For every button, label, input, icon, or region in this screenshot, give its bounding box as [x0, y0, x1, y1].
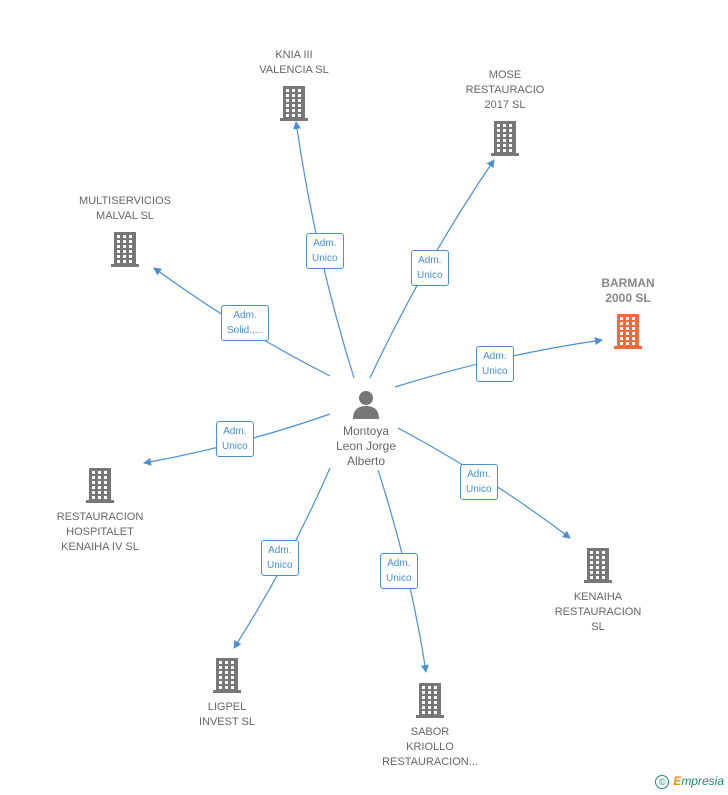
company-node-multiservicios[interactable]: MULTISERVICIOS MALVAL SL	[60, 194, 190, 268]
person-icon	[353, 391, 379, 419]
building-icon	[584, 548, 612, 583]
company-node-knia[interactable]: KNIA III VALENCIA SL	[234, 48, 354, 122]
person-node[interactable]: Montoya Leon Jorge Alberto	[318, 388, 414, 469]
company-name: LIGPEL INVEST SL	[198, 701, 256, 728]
role-label-restauracion-hospitalet: Adm. Unico	[216, 421, 254, 457]
role-label-kenaiha: Adm. Unico	[460, 464, 498, 500]
company-name: KNIA III VALENCIA SL	[259, 49, 329, 76]
building-icon	[491, 121, 519, 156]
building-icon	[213, 658, 241, 693]
brand-logo: ©Empresia	[655, 774, 724, 789]
company-node-barman[interactable]: BARMAN 2000 SL	[578, 276, 678, 350]
role-label-ligpel: Adm. Unico	[261, 540, 299, 576]
role-label-barman: Adm. Unico	[476, 346, 514, 382]
company-name: SABOR KRIOLLO RESTAURACION...	[382, 726, 478, 768]
company-name: KENAIHA RESTAURACION SL	[554, 591, 642, 633]
company-name: RESTAURACION HOSPITALET KENAIHA IV SL	[56, 511, 144, 553]
company-node-ligpel[interactable]: LIGPEL INVEST SL	[177, 656, 277, 730]
company-node-kenaiha[interactable]: KENAIHA RESTAURACION SL	[533, 546, 663, 635]
company-node-restauracion-hospitalet[interactable]: RESTAURACION HOSPITALET KENAIHA IV SL	[35, 466, 165, 555]
company-name: MOSE RESTAURACIO 2017 SL	[465, 69, 545, 111]
person-name: Montoya Leon Jorge Alberto	[335, 424, 397, 468]
company-name: BARMAN 2000 SL	[601, 276, 655, 305]
role-label-mose: Adm. Unico	[411, 250, 449, 286]
copyright-icon: ©	[655, 775, 670, 789]
role-label-sabor: Adm. Unico	[380, 553, 418, 589]
company-name: MULTISERVICIOS MALVAL SL	[79, 195, 171, 222]
company-node-sabor[interactable]: SABOR KRIOLLO RESTAURACION...	[365, 681, 495, 770]
role-label-multiservicios: Adm. Solid.,...	[221, 305, 270, 341]
building-icon	[280, 86, 308, 121]
company-node-mose[interactable]: MOSE RESTAURACIO 2017 SL	[445, 68, 565, 157]
building-icon	[111, 232, 139, 267]
building-icon	[86, 468, 114, 503]
building-icon	[614, 314, 642, 349]
role-label-knia: Adm. Unico	[306, 233, 344, 269]
building-icon	[416, 683, 444, 718]
